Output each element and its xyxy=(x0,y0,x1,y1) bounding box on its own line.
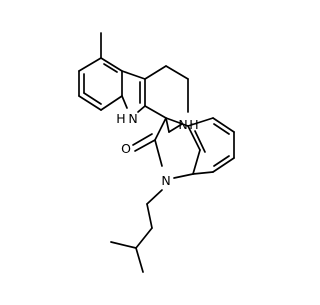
bond-to-n xyxy=(154,139,163,167)
amine-n-label: N xyxy=(178,117,187,132)
oxindole-lactam-ring xyxy=(132,117,201,179)
bond-to-n xyxy=(121,95,128,109)
bond xyxy=(144,105,167,119)
bond xyxy=(146,203,153,229)
bond-double xyxy=(83,92,102,105)
oxindole-benzene-ring xyxy=(187,117,235,175)
bond-double xyxy=(213,123,230,135)
indole-nh-label: H xyxy=(116,111,125,126)
molecule-canvas: H N N H O N xyxy=(78,32,235,273)
bond-to-n xyxy=(137,105,146,113)
bond xyxy=(192,149,201,175)
bond xyxy=(154,117,167,141)
isopentyl-chain xyxy=(110,189,163,273)
bond xyxy=(100,95,123,111)
carbonyl-o-label: O xyxy=(121,141,131,156)
bond xyxy=(192,171,214,175)
amine-h-label: H xyxy=(189,117,198,132)
lactam-n-label: N xyxy=(161,173,170,188)
bond xyxy=(100,57,123,72)
spiro-center xyxy=(165,117,189,133)
indole-benzene-ring xyxy=(78,57,123,111)
bond-double xyxy=(103,63,118,73)
bond xyxy=(135,247,144,273)
bond xyxy=(165,117,189,127)
bond xyxy=(135,227,153,249)
bond xyxy=(165,65,189,80)
bond-to-n xyxy=(168,123,183,133)
indole-pyrrole-ring xyxy=(121,70,146,113)
bond-double xyxy=(213,155,230,167)
bond xyxy=(187,117,214,127)
bond xyxy=(212,117,235,133)
bond xyxy=(144,65,167,80)
bond xyxy=(165,117,170,133)
bond xyxy=(212,157,235,173)
bond xyxy=(121,70,146,80)
bond xyxy=(78,57,102,72)
bond xyxy=(110,241,137,249)
molecule-structure: H N N H O N xyxy=(78,32,235,273)
indole-nh-label: N xyxy=(128,111,137,126)
tetrahydropyridine-ring xyxy=(144,65,189,133)
bond xyxy=(78,95,102,111)
bond-carbonyl-double xyxy=(132,133,153,146)
bond-carbonyl xyxy=(134,139,156,152)
bond-to-n xyxy=(173,173,194,179)
bond-to-n xyxy=(146,189,163,205)
bond-double xyxy=(194,130,206,153)
bond xyxy=(187,125,201,151)
